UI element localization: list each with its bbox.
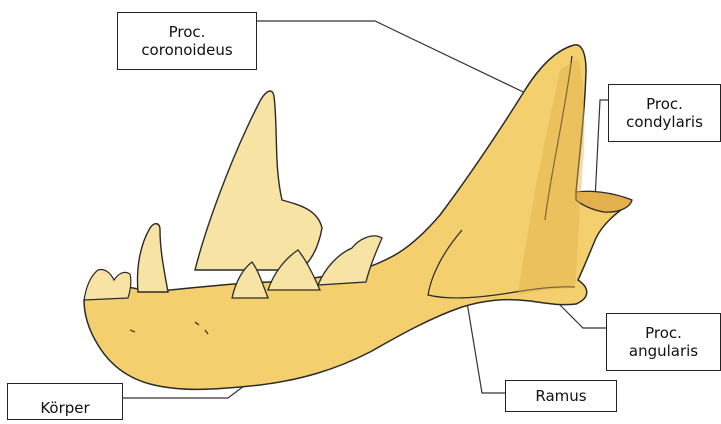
- leader-angular: [560, 305, 606, 328]
- label-angular-line2: angularis: [629, 342, 698, 360]
- label-ramus-text: Ramus: [535, 387, 586, 405]
- label-proc-angularis: Proc. angularis: [606, 313, 721, 371]
- label-coronoid-line2: coronoideus: [141, 41, 232, 59]
- label-angular-line1: Proc.: [645, 324, 682, 342]
- label-ramus: Ramus: [505, 380, 617, 412]
- label-condylar-line1: Proc.: [646, 95, 683, 113]
- label-proc-coronoideus: Proc. coronoideus: [117, 12, 257, 70]
- front-canine-tooth: [138, 224, 169, 292]
- large-canine-tooth: [195, 91, 322, 270]
- label-proc-condylaris: Proc. condylaris: [608, 84, 721, 142]
- label-condylar-line2: condylaris: [626, 113, 703, 131]
- leader-coronoid: [257, 21, 540, 100]
- leader-condylar: [595, 100, 608, 200]
- label-koerper-text: Körper: [40, 399, 89, 417]
- incisors: [84, 269, 131, 300]
- label-koerper: Körper: [7, 383, 123, 420]
- label-coronoid-line1: Proc.: [169, 23, 206, 41]
